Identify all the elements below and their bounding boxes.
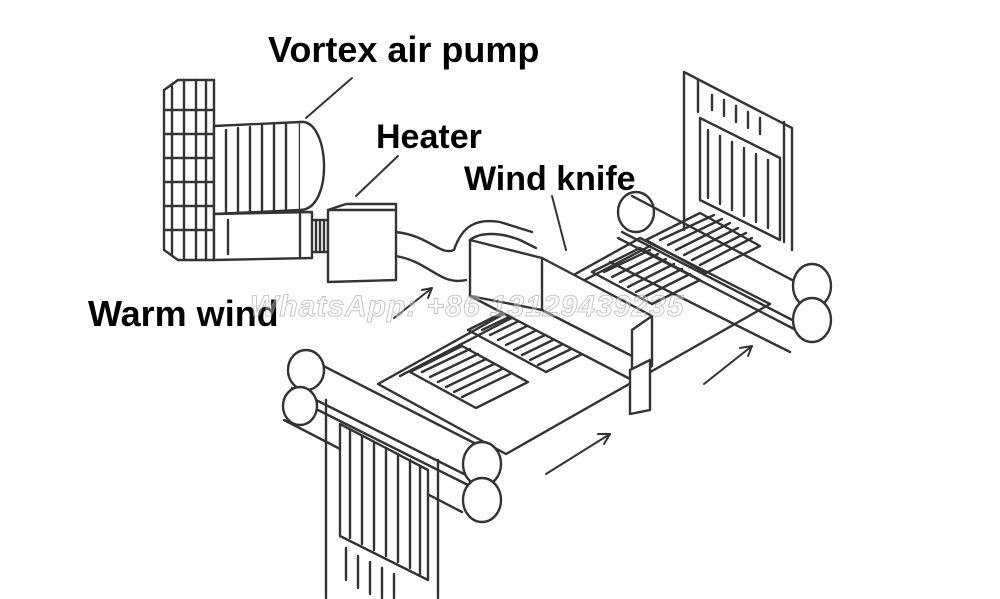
roller-pair-right (608, 190, 833, 354)
label-vortex-air-pump: Vortex air pump (268, 29, 540, 70)
label-warm-wind: Warm wind (88, 293, 279, 334)
air-hose (394, 219, 538, 283)
roller-pair-left (281, 348, 503, 524)
fabric-column-left (324, 398, 440, 599)
direction-arrows (545, 345, 753, 475)
warm-wind-arrow (393, 287, 433, 319)
watermark-text: WhatsApp: +86 13129439235 (249, 290, 685, 323)
label-wind-knife: Wind knife (464, 160, 636, 198)
fabric-column-right (682, 70, 794, 252)
vortex-air-pump (162, 78, 330, 262)
heater-box (326, 202, 398, 284)
wind-knife (468, 238, 654, 416)
label-heater: Heater (376, 118, 482, 156)
leader-lines (305, 77, 567, 251)
